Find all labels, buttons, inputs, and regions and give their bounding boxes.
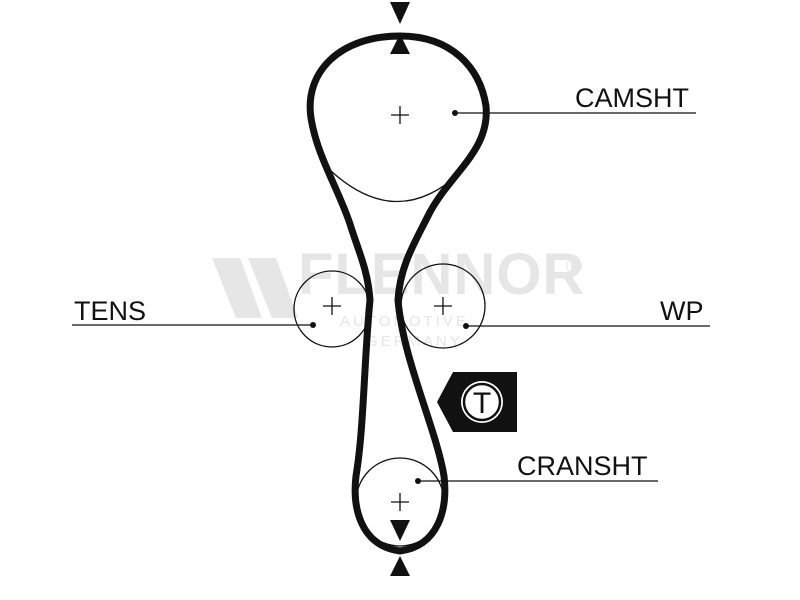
watermark-registered: ® bbox=[566, 254, 582, 279]
camshaft-center-mark bbox=[391, 106, 409, 124]
tensioner-label: TENS bbox=[74, 296, 146, 326]
crankshaft-center-mark bbox=[391, 493, 409, 511]
watermark-line2: GERMANY bbox=[366, 333, 463, 350]
tensioner-badge-letter: T bbox=[473, 387, 491, 420]
crankshaft-inner-triangle-icon bbox=[390, 520, 410, 541]
camshaft-leader-dot bbox=[452, 110, 458, 116]
tensioner-center-mark bbox=[323, 297, 341, 315]
watermark-logo-icon bbox=[212, 258, 262, 318]
water-pump-leader-dot bbox=[463, 323, 469, 329]
watermark-logo-icon-part bbox=[248, 258, 298, 318]
tensioner-badge-icon: T bbox=[437, 372, 517, 432]
camshaft-inner-triangle-icon bbox=[390, 34, 410, 54]
camshaft-top-triangle-icon bbox=[390, 2, 410, 24]
watermark: FLENNOR ® AUTOMOTIVE GERMANY bbox=[212, 242, 585, 350]
water-pump-label: WP bbox=[660, 296, 704, 326]
timing-belt bbox=[306, 32, 490, 555]
watermark-brand: FLENNOR bbox=[298, 242, 585, 307]
camshaft-label: CAMSHT bbox=[575, 83, 689, 113]
crankshaft-leader-dot bbox=[415, 478, 421, 484]
crankshaft-label: CRANSHT bbox=[517, 451, 648, 481]
water-pump-center-mark bbox=[434, 297, 452, 315]
tensioner-leader-dot bbox=[310, 322, 316, 328]
crankshaft-bottom-triangle-icon bbox=[390, 556, 410, 576]
